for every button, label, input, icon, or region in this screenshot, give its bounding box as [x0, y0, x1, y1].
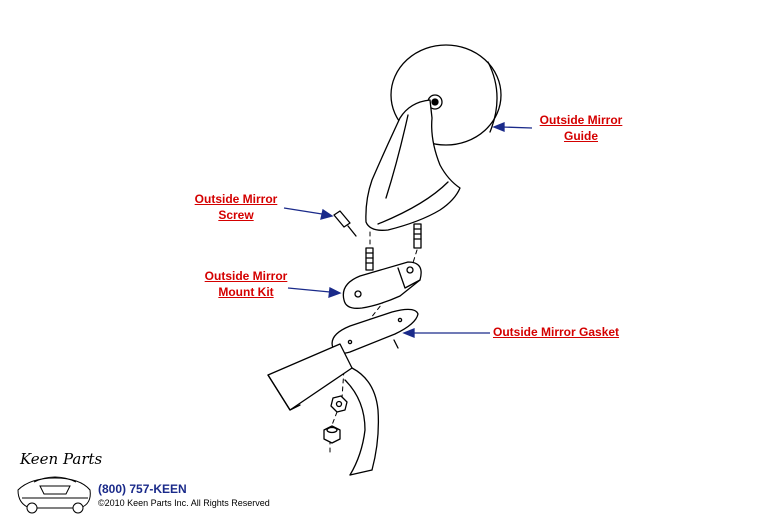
callout-gasket-line1: Outside Mirror Gasket — [493, 325, 620, 339]
arrow-mount-kit — [287, 287, 342, 298]
gasket-shape — [331, 308, 419, 354]
nut-upper — [330, 395, 348, 413]
stud-left — [365, 247, 374, 271]
callout-guide-line2: Guide — [563, 129, 598, 143]
callout-outside-mirror-mount-kit[interactable]: Outside Mirror Mount Kit — [200, 268, 292, 300]
callout-mount-kit-line2: Mount Kit — [218, 285, 274, 299]
arrow-guide — [492, 122, 533, 132]
callout-screw-line1: Outside Mirror — [194, 192, 278, 206]
keen-parts-logo-icon — [17, 476, 91, 514]
mount-bracket — [342, 261, 422, 309]
copyright-notice: ©2010 Keen Parts Inc. All Rights Reserve… — [98, 498, 270, 508]
door-panel — [267, 343, 380, 476]
arrow-gasket — [402, 328, 490, 338]
keen-parts-logo-text: Keen Parts — [20, 450, 103, 468]
stud-right — [413, 223, 422, 249]
callout-outside-mirror-gasket[interactable]: Outside Mirror Gasket — [493, 324, 619, 340]
callout-outside-mirror-screw[interactable]: Outside Mirror Screw — [190, 191, 282, 223]
callout-guide-line1: Outside Mirror — [539, 113, 623, 127]
callout-outside-mirror-guide[interactable]: Outside Mirror Guide — [535, 112, 627, 144]
callout-mount-kit-line1: Outside Mirror — [204, 269, 288, 283]
nut-lower — [323, 425, 341, 444]
screw-small — [333, 210, 357, 237]
arrow-screw — [283, 207, 334, 220]
callout-screw-line2: Screw — [218, 208, 254, 222]
mirror-arm — [365, 99, 461, 231]
phone-number[interactable]: (800) 757-KEEN — [98, 482, 187, 496]
